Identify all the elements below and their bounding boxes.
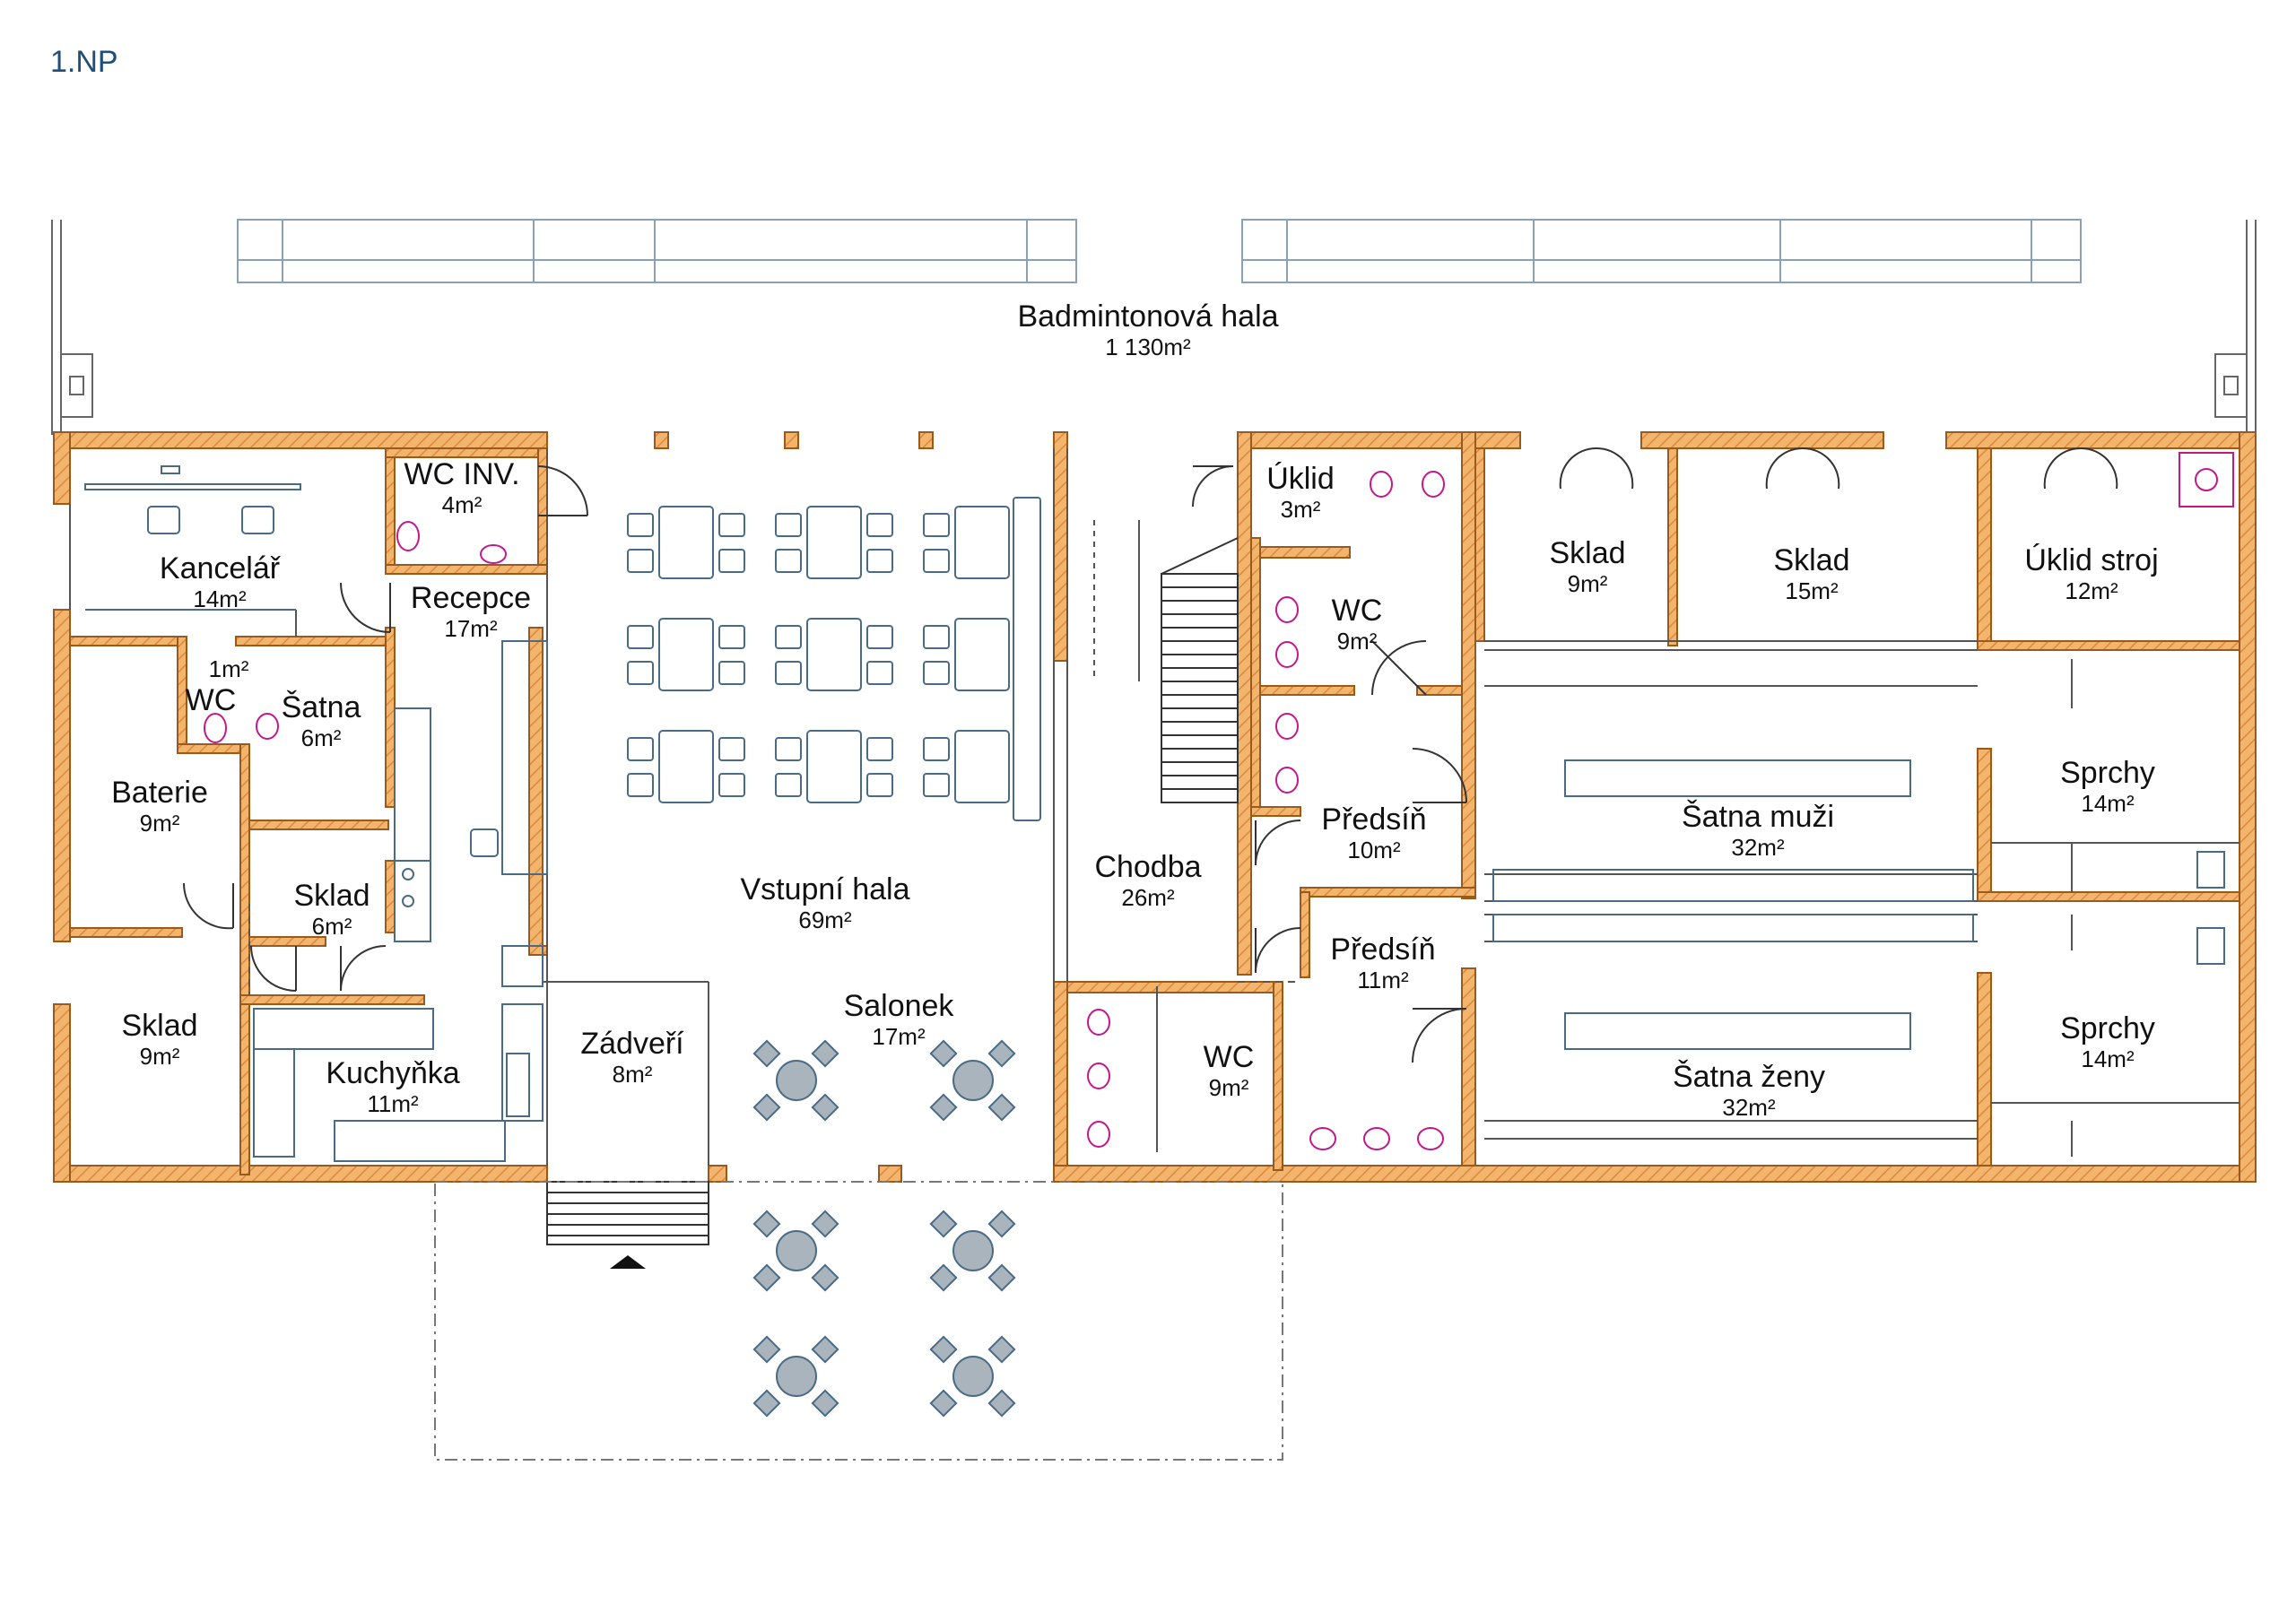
furniture — [84, 465, 2225, 1162]
room-name-wc-inv: WC INV. — [404, 457, 519, 491]
room-area-predsin-1: 10m² — [1347, 837, 1401, 863]
room-area-uklid-stroj: 12m² — [2065, 577, 2118, 604]
room-name-salonek: Salonek — [844, 989, 955, 1023]
room-area-sklad-b: 9m² — [140, 1043, 180, 1070]
room-area-kancelar: 14m² — [193, 585, 247, 612]
room-area-satna-zeny: 32m² — [1722, 1094, 1776, 1121]
room-area-baterie: 9m² — [140, 810, 180, 837]
entry-steps — [546, 1181, 709, 1245]
room-area-wc-small: 1m² — [209, 655, 249, 682]
room-name-uklid: Úklid — [1266, 462, 1335, 496]
room-name-recepce: Recepce — [411, 581, 531, 615]
room-labels: Badmintonová hala 1 130m² Kancelář 14m² … — [111, 299, 2158, 1121]
round-tables — [752, 1039, 1016, 1418]
room-name-wc-m: WC — [1332, 594, 1383, 628]
room-area-sprchy-1: 14m² — [2081, 790, 2135, 817]
room-name-sprchy-2: Sprchy — [2060, 1011, 2155, 1045]
room-area-uklid: 3m² — [1281, 496, 1321, 523]
room-area-sklad-d: 15m² — [1785, 577, 1839, 604]
sanitary-fixtures — [204, 452, 2234, 1150]
room-name-sklad-b: Sklad — [121, 1009, 197, 1043]
room-name-badminton: Badmintonová hala — [1017, 299, 1278, 334]
room-area-sklad-c: 9m² — [1568, 570, 1608, 597]
room-name-uklid-stroj: Úklid stroj — [2024, 543, 2158, 577]
room-name-kuchynka: Kuchyňka — [326, 1056, 459, 1090]
room-area-predsin-2: 11m² — [1357, 967, 1409, 993]
room-name-predsin-1: Předsíň — [1321, 802, 1426, 837]
badminton-hall — [237, 219, 2082, 283]
room-name-sprchy-1: Sprchy — [2060, 756, 2155, 790]
room-name-sklad-a: Sklad — [293, 879, 370, 913]
room-area-kuchynka: 11m² — [367, 1090, 419, 1117]
floor-label: 1.NP — [50, 45, 118, 79]
room-area-wc-inv: 4m² — [442, 491, 483, 518]
entrance-arrow-icon — [610, 1255, 646, 1269]
room-area-recepce: 17m² — [444, 615, 498, 642]
room-name-chodba: Chodba — [1094, 850, 1201, 884]
room-area-sklad-a: 6m² — [312, 913, 352, 940]
terrace-outline — [434, 1181, 1283, 1461]
room-area-wc-m: 9m² — [1337, 628, 1378, 655]
room-area-zadveri: 8m² — [613, 1061, 653, 1088]
room-area-badminton: 1 130m² — [1105, 334, 1191, 360]
room-name-baterie: Baterie — [111, 776, 208, 810]
room-area-sprchy-2: 14m² — [2081, 1045, 2135, 1072]
room-name-sklad-d: Sklad — [1773, 543, 1849, 577]
room-name-vstupni-hala: Vstupní hala — [740, 872, 909, 906]
room-name-kancelar: Kancelář — [160, 551, 281, 585]
room-area-satna-small: 6m² — [301, 724, 342, 751]
room-name-predsin-2: Předsíň — [1330, 932, 1435, 967]
room-name-satna-zeny: Šatna ženy — [1673, 1060, 1825, 1094]
hall-side-walls — [51, 220, 2257, 435]
room-area-salonek: 17m² — [872, 1023, 926, 1050]
room-area-satna-muzi: 32m² — [1731, 834, 1785, 861]
room-name-wc-z: WC — [1204, 1040, 1255, 1074]
staircase — [1161, 537, 1239, 803]
room-area-wc-z: 9m² — [1209, 1074, 1249, 1101]
room-area-chodba: 26m² — [1121, 884, 1175, 911]
room-name-satna-muzi: Šatna muži — [1682, 800, 1834, 834]
room-name-zadveri: Zádveří — [580, 1027, 684, 1061]
room-name-satna-small: Šatna — [282, 690, 361, 724]
room-area-vstupni-hala: 69m² — [798, 906, 852, 933]
door-swings — [182, 447, 2118, 1063]
room-name-sklad-c: Sklad — [1549, 536, 1625, 570]
room-name-wc-small: WC — [186, 683, 237, 717]
